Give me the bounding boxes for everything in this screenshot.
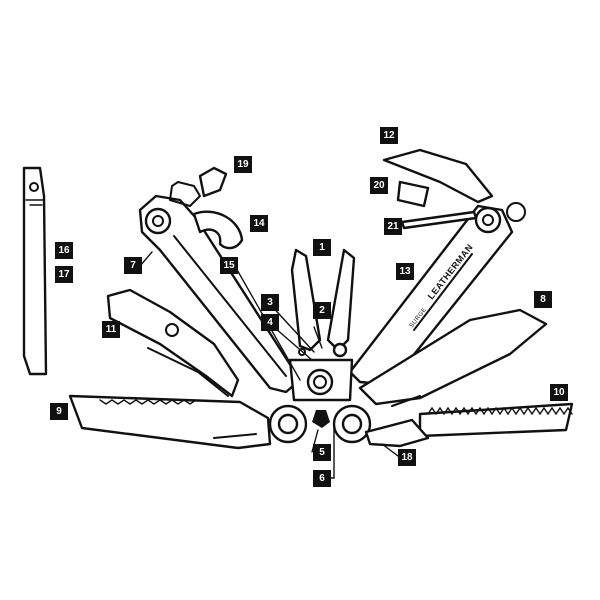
callout-7: 7 [124, 257, 142, 274]
callout-14: 14 [250, 215, 268, 232]
callout-19: 19 [234, 156, 252, 173]
callout-17: 17 [55, 266, 73, 283]
top-right-tools [382, 148, 494, 230]
callout-5: 5 [313, 444, 331, 461]
callout-11: 11 [102, 321, 120, 338]
serrated-blade [68, 394, 272, 450]
callout-20: 20 [370, 177, 388, 194]
callout-2: 2 [313, 302, 331, 319]
pliers [288, 248, 356, 402]
callout-13: 13 [396, 263, 414, 280]
callout-1: 1 [313, 239, 331, 256]
callout-8: 8 [534, 291, 552, 308]
callout-4: 4 [261, 314, 279, 331]
callout-3: 3 [261, 294, 279, 311]
detached-blade [22, 166, 48, 376]
saw [418, 402, 574, 438]
scissors [106, 288, 240, 398]
pivots [268, 404, 430, 448]
callout-12: 12 [380, 127, 398, 144]
main-blade [358, 308, 548, 407]
callout-15: 15 [220, 257, 238, 274]
callout-21: 21 [384, 218, 402, 235]
callout-10: 10 [550, 384, 568, 401]
callout-16: 16 [55, 242, 73, 259]
callout-6: 6 [313, 470, 331, 487]
callout-9: 9 [50, 403, 68, 420]
callout-18: 18 [398, 449, 416, 466]
left-handle [138, 166, 302, 394]
